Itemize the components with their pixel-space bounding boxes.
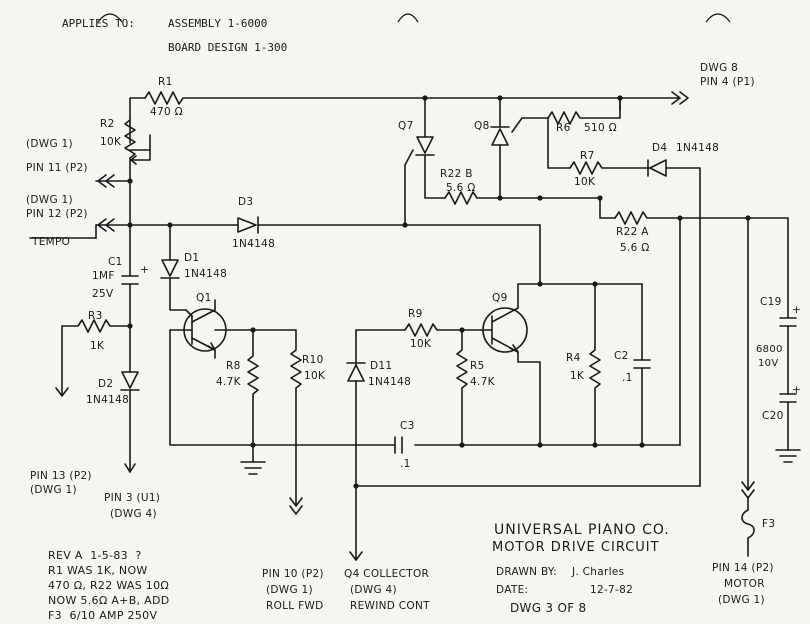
c2-value: .1 (622, 372, 633, 384)
pin13-label: PIN 13 (P2) (30, 470, 92, 482)
r8-label: R8 (226, 360, 241, 372)
q4-function: REWIND CONT (350, 600, 430, 612)
q4-dwg-label: (DWG 4) (350, 584, 397, 596)
c19-polarity: + (792, 304, 802, 316)
revision-note: REV A 1-5-83 ? R1 WAS 1K, NOW 470 Ω, R22… (48, 549, 170, 622)
r6-value: 510 Ω (584, 122, 617, 134)
r9-value: 10K (410, 338, 432, 350)
pin3-label: PIN 3 (U1) (104, 492, 161, 504)
pin11-wire (95, 174, 131, 188)
pin13-dwg-label: (DWG 1) (30, 484, 77, 496)
pin3-dwg-label: (DWG 4) (110, 508, 157, 520)
d1-value: 1N4148 (184, 268, 228, 280)
d2-label: D2 (98, 378, 114, 390)
r5-label: R5 (470, 360, 485, 372)
drawn-by-value: J. Charles (572, 566, 625, 578)
r7-label: R7 (580, 150, 595, 162)
r8-value: 4.7K (216, 376, 241, 388)
pin14-function: MOTOR (724, 578, 765, 590)
c20-polarity: + (792, 384, 802, 396)
c1-label: C1 (108, 256, 123, 268)
r5-value: 4.7K (470, 376, 495, 388)
applies-to-label: APPLIES TO: (62, 17, 135, 30)
r9-label: R9 (408, 308, 423, 320)
pin11-dwg-label: (DWG 1) (26, 138, 73, 150)
pin10-label: PIN 10 (P2) (262, 568, 324, 580)
r22b-label: R22 B (440, 168, 473, 180)
q9-label: Q9 (492, 292, 508, 304)
r2-value: 10K (100, 136, 122, 148)
r22b-value: 5.6 Ω (446, 182, 476, 194)
r10-label: R10 (302, 354, 324, 366)
r4-label: R4 (566, 352, 581, 364)
q7-label: Q7 (398, 120, 414, 132)
r4-value: 1K (570, 370, 585, 382)
r2-pot (124, 119, 151, 179)
r2-label: R2 (100, 118, 115, 130)
dwg8-pin-label: PIN 4 (P1) (700, 76, 755, 88)
board-design: BOARD DESIGN 1-300 (168, 41, 288, 54)
d1-q1 (160, 224, 254, 359)
punch-marks (97, 13, 731, 23)
c1-polarity: + (140, 264, 150, 276)
drawing-title: MOTOR DRIVE CIRCUIT (492, 540, 660, 555)
pin11-label: PIN 11 (P2) (26, 162, 88, 174)
r1-label: R1 (158, 76, 173, 88)
drawn-by-label: DRAWN BY: (496, 566, 558, 578)
date-label: DATE: (496, 584, 529, 596)
d2-value: 1N4148 (86, 394, 130, 406)
c1-voltage: 25V (92, 288, 114, 300)
c20-label: C20 (762, 410, 784, 422)
d3-diode (237, 216, 259, 234)
c19-c20-value: 6800 (756, 344, 783, 355)
assembly-number: ASSEMBLY 1-6000 (168, 17, 268, 30)
c2-label: C2 (614, 350, 629, 362)
q7-q8-stage (404, 97, 749, 487)
ground-bus (169, 329, 681, 475)
r3-label: R3 (88, 310, 103, 322)
r10-value: 10K (304, 370, 326, 382)
q8-label: Q8 (474, 120, 490, 132)
q1-label: Q1 (196, 292, 212, 304)
r6-label: R6 (556, 122, 571, 134)
r8-r10 (247, 329, 303, 515)
drawing-number: DWG 3 OF 8 (510, 601, 587, 615)
pin12-label: PIN 12 (P2) (26, 208, 88, 220)
pin12-bus (29, 180, 541, 239)
c1-value: 1MF (92, 270, 115, 282)
d11-label: D11 (370, 360, 393, 372)
q4-collector-label: Q4 COLLECTOR (344, 568, 430, 580)
f3-label: F3 (762, 518, 776, 530)
r1-value: 470 Ω (150, 106, 183, 118)
d1-label: D1 (184, 252, 200, 264)
tempo-label: TEMPO (32, 236, 71, 248)
c1-column (120, 224, 140, 473)
c3-label: C3 (400, 420, 415, 432)
pin10-dwg-label: (DWG 1) (266, 584, 313, 596)
pin14-dwg-label: (DWG 1) (718, 594, 765, 606)
r3-resistor (55, 319, 131, 397)
r7-value: 10K (574, 176, 596, 188)
r22a-value: 5.6 Ω (620, 242, 650, 254)
pin10-function: ROLL FWD (266, 600, 324, 612)
c19-label: C19 (760, 296, 782, 308)
r22a-label: R22 A (616, 226, 649, 238)
pin12-dwg-label: (DWG 1) (26, 194, 73, 206)
c19-c20-f3 (741, 217, 801, 557)
d4-value: 1N4148 (676, 142, 720, 154)
d4-label: D4 (652, 142, 668, 154)
company-name: UNIVERSAL PIANO CO. (494, 522, 670, 538)
r3-value: 1K (90, 340, 105, 352)
pin14-label: PIN 14 (P2) (712, 562, 774, 574)
d11-value: 1N4148 (368, 376, 412, 388)
d3-value: 1N4148 (232, 238, 276, 250)
d11-r9-q9 (346, 224, 701, 561)
dwg8-label: DWG 8 (700, 62, 739, 74)
c3-value: .1 (400, 458, 411, 470)
c19-c20-voltage: 10V (758, 358, 779, 369)
d3-label: D3 (238, 196, 254, 208)
date-value: 12-7-82 (590, 584, 634, 596)
